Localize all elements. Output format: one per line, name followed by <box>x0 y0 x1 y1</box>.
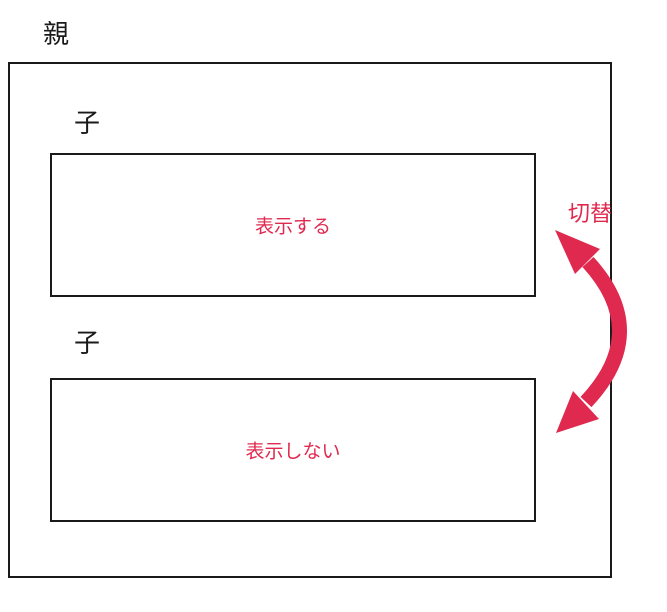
child-box-shown: 表示する <box>50 153 536 297</box>
parent-container <box>8 62 612 578</box>
toggle-arrow-curve <box>580 256 627 408</box>
child-label-2: 子 <box>74 329 101 359</box>
toggle-arrowhead-bottom <box>556 391 599 433</box>
child-text-hidden: 表示しない <box>245 440 341 463</box>
child-text-shown: 表示する <box>254 215 331 238</box>
toggle-label: 切替 <box>568 202 613 227</box>
toggle-arrowhead-top <box>555 230 600 274</box>
child-box-hidden: 表示しない <box>50 378 536 522</box>
parent-label: 親 <box>43 20 70 50</box>
child-label-1: 子 <box>74 109 101 139</box>
